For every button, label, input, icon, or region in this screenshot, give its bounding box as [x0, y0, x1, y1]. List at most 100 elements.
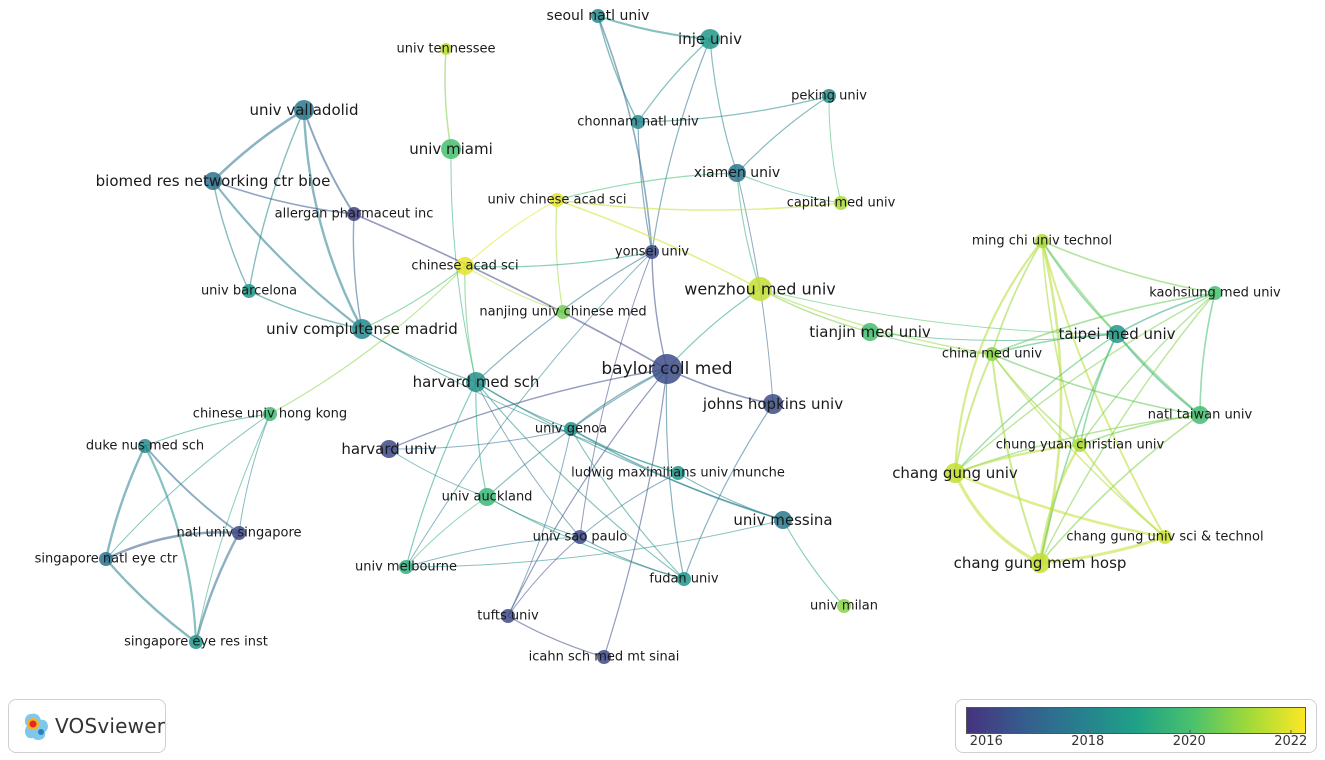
node-tianjin[interactable]	[861, 323, 879, 341]
node-label-xiamen[interactable]: xiamen univ	[694, 165, 780, 181]
node-label-biomed[interactable]: biomed res networking ctr bioe	[96, 172, 331, 190]
node-saopaulo[interactable]	[573, 530, 587, 544]
node-harvard[interactable]	[380, 440, 398, 458]
node-chungyuan[interactable]	[1073, 438, 1087, 452]
node-taipei[interactable]	[1108, 325, 1126, 343]
node-label-allergan[interactable]: allergan pharmaceut inc	[275, 207, 434, 222]
node-singeyeres[interactable]	[189, 635, 203, 649]
node-label-miami[interactable]: univ miami	[409, 140, 493, 158]
node-label-tianjin[interactable]: tianjin med univ	[809, 323, 931, 341]
node-label-natlsing[interactable]: natl univ singapore	[176, 526, 301, 541]
node-cuhk[interactable]	[263, 407, 277, 421]
link-cas-nanjing	[464, 265, 564, 313]
node-label-changgunguniv[interactable]: chang gung univ	[892, 464, 1018, 482]
node-label-barcelona[interactable]: univ barcelona	[201, 284, 297, 299]
node-label-peking[interactable]: peking univ	[791, 89, 867, 104]
node-nanjing[interactable]	[556, 305, 570, 319]
node-label-cgust[interactable]: chang gung univ sci & technol	[1066, 530, 1263, 545]
node-tennessee[interactable]	[440, 43, 452, 55]
node-mingchi[interactable]	[1035, 234, 1049, 248]
node-hopkins[interactable]	[763, 394, 783, 414]
node-label-dukenus[interactable]: duke nus med sch	[86, 439, 204, 454]
node-barcelona[interactable]	[242, 284, 256, 298]
node-label-chungyuan[interactable]: chung yuan christian univ	[996, 438, 1165, 453]
node-auckland[interactable]	[478, 488, 496, 506]
node-label-milan[interactable]: univ milan	[810, 599, 878, 614]
node-changgungmem[interactable]	[1030, 553, 1050, 573]
node-label-valladolid[interactable]: univ valladolid	[250, 101, 359, 119]
node-label-mingchi[interactable]: ming chi univ technol	[972, 234, 1112, 249]
node-label-tufts[interactable]: tufts univ	[477, 609, 539, 624]
node-milan[interactable]	[837, 599, 851, 613]
node-natlsing[interactable]	[232, 526, 246, 540]
node-label-kaohsiung[interactable]: kaohsiung med univ	[1149, 286, 1281, 301]
node-label-wenzhou[interactable]: wenzhou med univ	[684, 280, 836, 299]
node-label-nanjing[interactable]: nanjing univ chinese med	[479, 305, 646, 320]
node-label-melbourne[interactable]: univ melbourne	[355, 560, 457, 575]
link-saopaulo-melbourne	[405, 536, 581, 568]
node-label-seoul[interactable]: seoul natl univ	[547, 8, 650, 24]
node-changgunguniv[interactable]	[945, 463, 965, 483]
node-complutense[interactable]	[352, 319, 372, 339]
node-label-taipei[interactable]: taipei med univ	[1058, 325, 1175, 343]
node-inje[interactable]	[700, 29, 720, 49]
node-tufts[interactable]	[501, 609, 515, 623]
node-peking[interactable]	[822, 89, 836, 103]
node-baylor[interactable]	[652, 354, 682, 384]
node-miami[interactable]	[441, 139, 461, 159]
node-label-hopkins[interactable]: johns hopkins univ	[702, 395, 843, 413]
node-capital[interactable]	[834, 196, 848, 210]
node-label-inje[interactable]: inje univ	[678, 30, 742, 48]
node-label-icahn[interactable]: icahn sch med mt sinai	[529, 650, 680, 665]
node-kaohsiung[interactable]	[1208, 286, 1222, 300]
node-dukenus[interactable]	[138, 439, 152, 453]
node-genoa[interactable]	[564, 422, 578, 436]
node-seoul[interactable]	[591, 9, 605, 23]
node-icahn[interactable]	[597, 650, 611, 664]
node-chinamed[interactable]	[985, 347, 999, 361]
node-label-messina[interactable]: univ messina	[733, 511, 832, 529]
node-xiamen[interactable]	[728, 164, 746, 182]
vosviewer-logo-icon	[24, 713, 48, 740]
node-label-chineseacad[interactable]: univ chinese acad sci	[487, 193, 626, 208]
node-label-ludwig[interactable]: ludwig maximilians univ munche	[571, 466, 785, 481]
node-natltaiwan[interactable]	[1191, 406, 1209, 424]
node-label-tennessee[interactable]: univ tennessee	[396, 42, 495, 57]
node-label-chonnam[interactable]: chonnam natl univ	[577, 115, 699, 130]
node-valladolid[interactable]	[294, 100, 314, 120]
node-label-auckland[interactable]: univ auckland	[442, 490, 533, 505]
node-label-harvard[interactable]: harvard univ	[341, 440, 436, 458]
node-label-harvardmed[interactable]: harvard med sch	[413, 373, 540, 391]
vosviewer-badge[interactable]: VOSviewer	[8, 699, 166, 753]
node-label-cuhk[interactable]: chinese univ hong kong	[193, 407, 347, 422]
node-label-cas[interactable]: chinese acad sci	[411, 259, 518, 274]
link-xiamen-chineseacad	[556, 172, 738, 201]
node-ludwig[interactable]	[671, 466, 685, 480]
node-label-saopaulo[interactable]: univ sao paulo	[533, 530, 628, 545]
node-fudan[interactable]	[677, 572, 691, 586]
node-label-genoa[interactable]: univ genoa	[535, 422, 607, 437]
node-label-changgungmem[interactable]: chang gung mem hosp	[954, 554, 1127, 572]
node-biomed[interactable]	[204, 172, 222, 190]
node-yonsei[interactable]	[645, 245, 659, 259]
node-cas[interactable]	[456, 257, 474, 275]
node-label-baylor[interactable]: baylor coll med	[601, 359, 732, 379]
node-singnatleye[interactable]	[99, 552, 113, 566]
legend-tick: 2020	[1172, 730, 1206, 749]
node-messina[interactable]	[774, 511, 792, 529]
node-harvardmed[interactable]	[466, 372, 486, 392]
node-label-fudan[interactable]: fudan univ	[649, 572, 718, 587]
node-wenzhou[interactable]	[748, 277, 772, 301]
node-label-chinamed[interactable]: china med univ	[942, 347, 1042, 362]
node-chineseacad[interactable]	[550, 193, 564, 207]
node-label-complutense[interactable]: univ complutense madrid	[266, 320, 458, 338]
node-label-natltaiwan[interactable]: natl taiwan univ	[1148, 408, 1253, 423]
node-melbourne[interactable]	[399, 560, 413, 574]
node-chonnam[interactable]	[631, 115, 645, 129]
node-label-singnatleye[interactable]: singapore natl eye ctr	[35, 552, 178, 567]
node-label-singeyeres[interactable]: singapore eye res inst	[124, 635, 268, 650]
node-cgust[interactable]	[1158, 530, 1172, 544]
node-allergan[interactable]	[347, 207, 361, 221]
node-label-capital[interactable]: capital med univ	[787, 196, 896, 211]
node-label-yonsei[interactable]: yonsei univ	[615, 245, 689, 260]
